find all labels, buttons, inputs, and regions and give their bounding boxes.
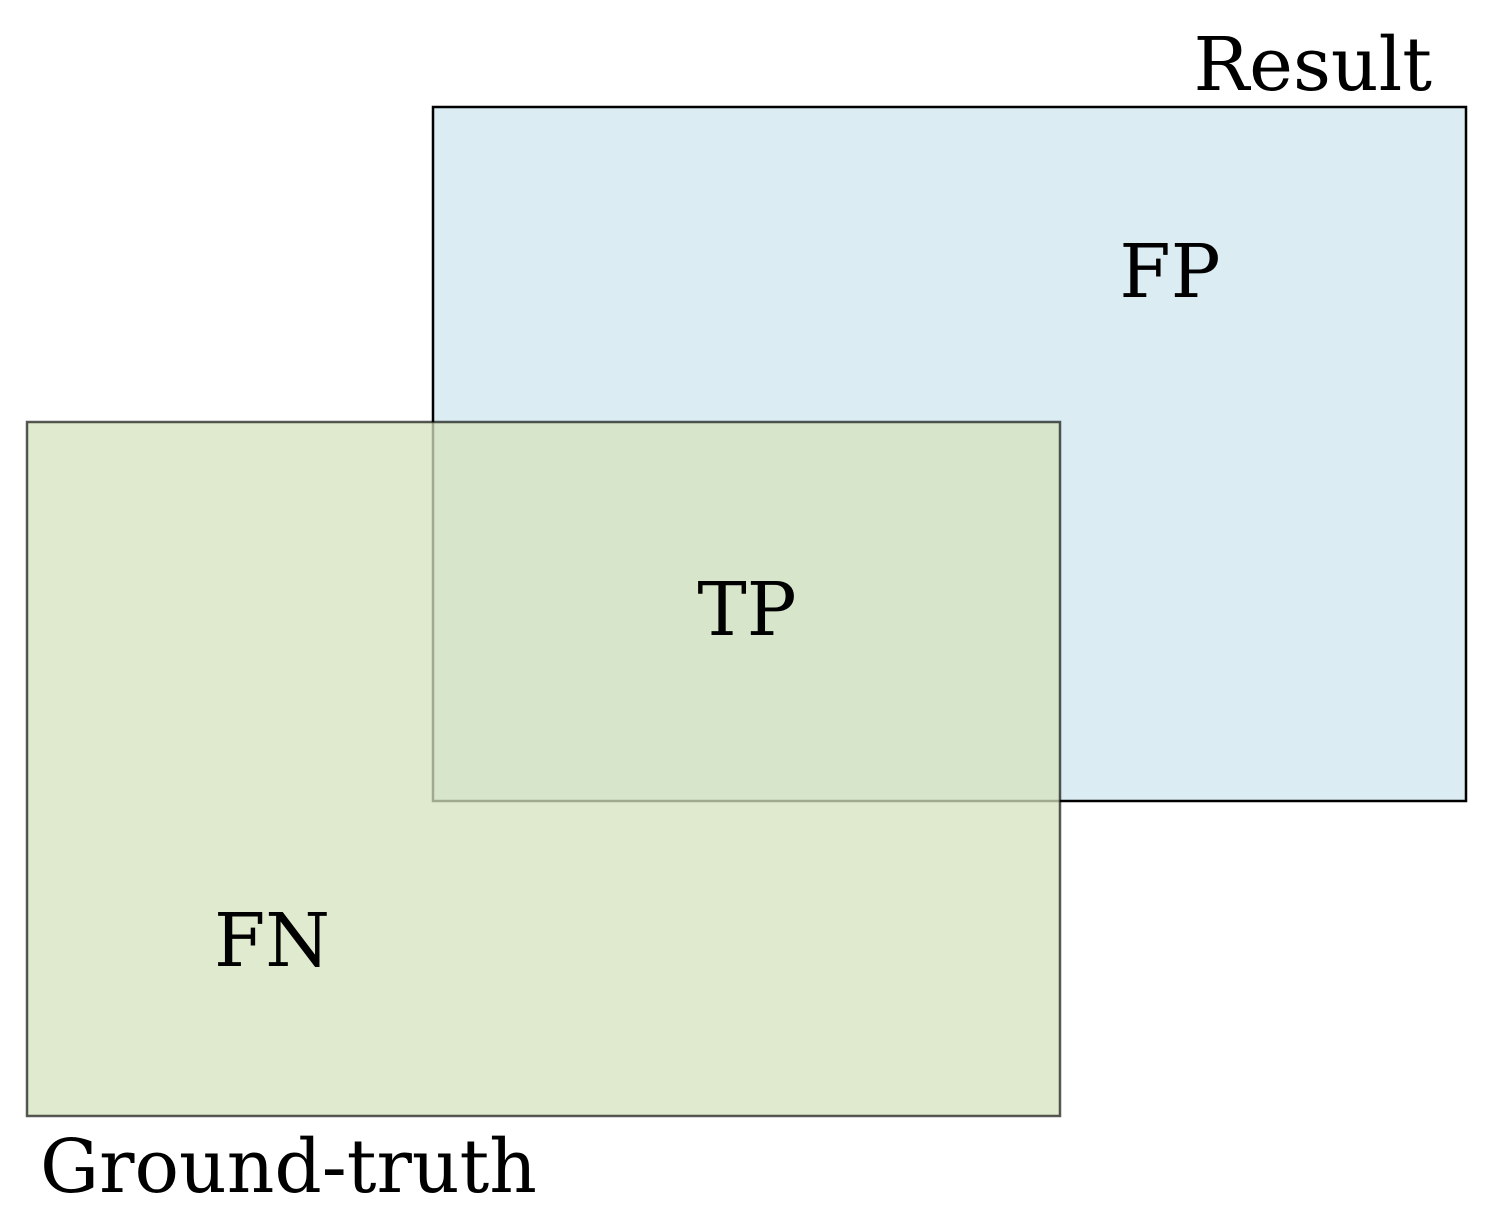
false-negative-label: FN: [214, 898, 330, 984]
false-positive-label: FP: [1119, 229, 1220, 315]
ground-truth-label: Ground-truth: [40, 1124, 537, 1210]
result-label: Result: [1193, 22, 1432, 108]
true-positive-label: TP: [697, 567, 796, 653]
ground-truth-box: [25, 420, 1062, 1118]
